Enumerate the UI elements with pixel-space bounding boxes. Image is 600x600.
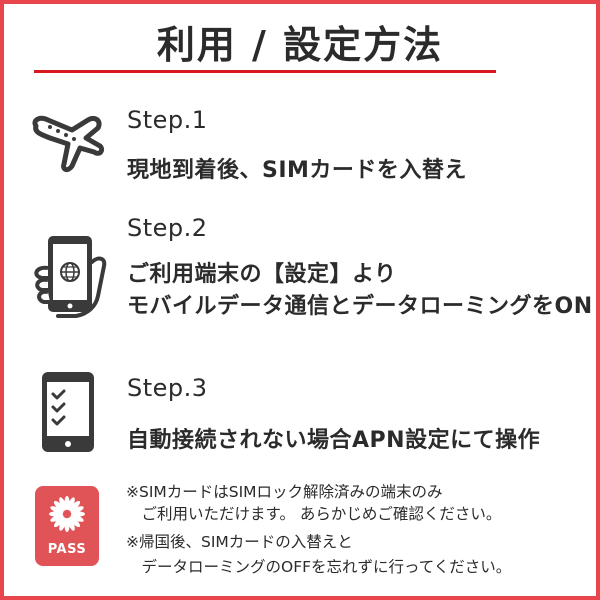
step-1-text: 現地到着後、SIMカードを入替え [127,158,467,183]
pass-badge: PASS [35,486,99,566]
tablet-checklist-icon [40,370,96,454]
step-2-text-line-2: モバイルデータ通信とデータローミングをON [127,294,593,319]
step-2-text-line-1: ご利用端末の【設定】より [127,262,397,287]
note-line-4: データローミングのOFFを忘れずに行ってください。 [126,558,512,576]
step-1-label: Step.1 [127,106,208,134]
step-3-text: 自動接続されない場合APN設定にて操作 [127,428,541,453]
airplane-icon [28,108,108,178]
pass-flower-icon [49,496,85,532]
note-line-2: ご利用いただけます。 あらかじめご確認ください。 [126,505,502,523]
hand-smartphone-globe-icon [28,232,108,320]
step-3-label: Step.3 [127,374,208,402]
note-line-3: ※帰国後、SIMカードの入替えと [126,533,353,551]
pass-label: PASS [47,542,87,557]
page-title: 利用 / 設定方法 [156,23,444,67]
title-underline [34,70,496,73]
note-line-1: ※SIMカードはSIMロック解除済みの端末のみ [126,483,443,501]
step-2-label: Step.2 [127,214,208,242]
